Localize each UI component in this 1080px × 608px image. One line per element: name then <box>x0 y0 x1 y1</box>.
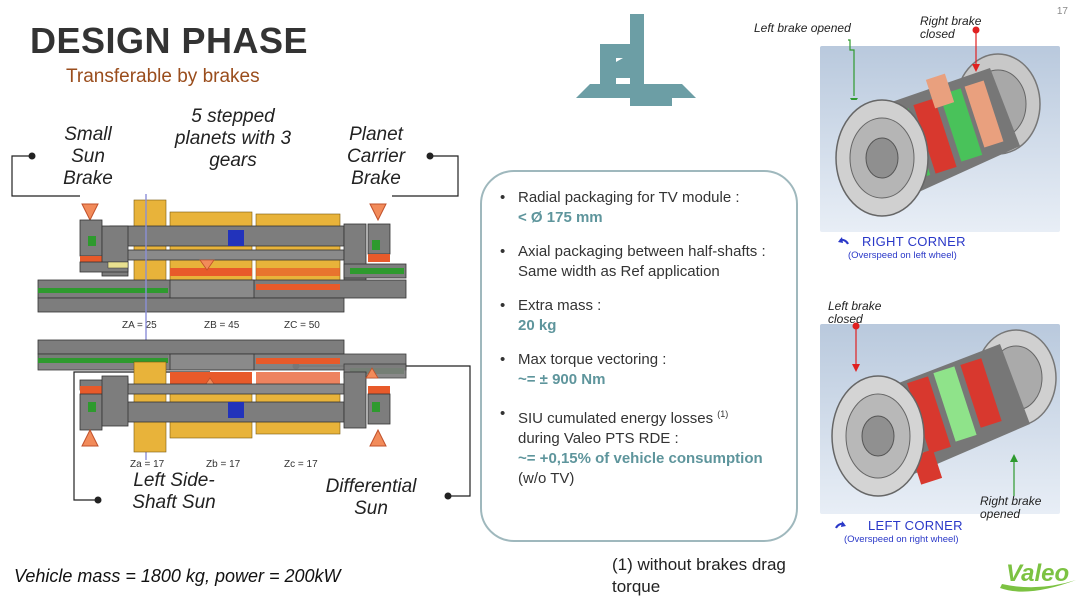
small-sun-brake-label: Small Sun Brake <box>63 124 113 189</box>
callout-dot <box>94 496 102 504</box>
gearbox-schematic <box>11 152 471 504</box>
left-corner-left-brake: Left brake closed <box>828 299 882 326</box>
key-figures-panel: Radial packaging for TV module : < Ø 175… <box>480 170 798 542</box>
footnote: (1) without brakes drag torque <box>612 555 786 596</box>
left-corner-render <box>820 324 1060 514</box>
left-corner-right-brake: Right brake opened <box>980 494 1042 521</box>
callout-dot <box>28 152 36 160</box>
stepped-planets-label: 5 stepped planets with 3 gears <box>174 106 292 171</box>
page-title: DESIGN PHASE <box>30 20 309 61</box>
radial-packaging-value: < Ø 175 mm <box>518 209 603 226</box>
top-half <box>37 199 407 313</box>
torque-vectoring-value: ~= ± 900 Nm <box>518 371 606 388</box>
left-corner-title: LEFT CORNER <box>868 518 963 533</box>
energy-losses-value: ~= +0,15% of vehicle consumption <box>518 450 763 467</box>
rotation-arrow-icon <box>838 237 849 245</box>
valeo-swoosh-icon <box>1000 580 1076 592</box>
left-side-shaft-sun-label: Left Side-Shaft Sun <box>132 470 216 513</box>
tooth-count-zc: ZC = 50 <box>284 320 320 331</box>
differential-sun-label: Differential Sun <box>325 476 417 519</box>
callout-dot <box>444 492 452 500</box>
right-corner-subtitle: (Overspeed on left wheel) <box>848 250 957 261</box>
list-item: Extra mass : 20 kg <box>496 296 791 336</box>
right-corner-right-brake: Right brake closed <box>920 14 982 41</box>
list-item: Axial packaging between half-shafts : Sa… <box>496 242 791 282</box>
key-figures-list: Radial packaging for TV module : < Ø 175… <box>496 188 791 503</box>
tooth-count-zb: ZB = 45 <box>204 320 240 331</box>
right-corner-arrows <box>848 26 980 100</box>
valeo-logo: Valeo <box>998 558 1078 598</box>
tooth-count-zc-small: Zc = 17 <box>284 459 318 470</box>
bottom-half <box>37 339 407 453</box>
left-corner-arrows <box>852 322 1018 496</box>
tooth-count-za: ZA = 25 <box>122 320 157 331</box>
rotation-arrow-icon <box>835 521 846 529</box>
page-number: 17 <box>1056 6 1068 17</box>
right-corner-title: RIGHT CORNER <box>862 234 966 249</box>
callout-dot <box>426 152 434 160</box>
page-subtitle: Transferable by brakes <box>66 66 260 87</box>
vehicle-spec: Vehicle mass = 1800 kg, power = 200kW <box>14 566 341 586</box>
list-item: SIU cumulated energy losses (1) during V… <box>496 404 791 489</box>
right-corner-left-brake: Left brake opened <box>754 21 851 35</box>
company-logo-icon <box>576 14 696 106</box>
left-corner-subtitle: (Overspeed on right wheel) <box>844 534 959 545</box>
extra-mass-value: 20 kg <box>518 317 557 334</box>
list-item: Radial packaging for TV module : < Ø 175… <box>496 188 791 228</box>
right-corner-render <box>820 46 1060 232</box>
planet-carrier-brake-label: Planet Carrier Brake <box>346 124 406 189</box>
tooth-count-zb-small: Zb = 17 <box>206 459 241 470</box>
tooth-count-za-small: Za = 17 <box>130 459 165 470</box>
list-item: Max torque vectoring : ~= ± 900 Nm <box>496 350 791 390</box>
